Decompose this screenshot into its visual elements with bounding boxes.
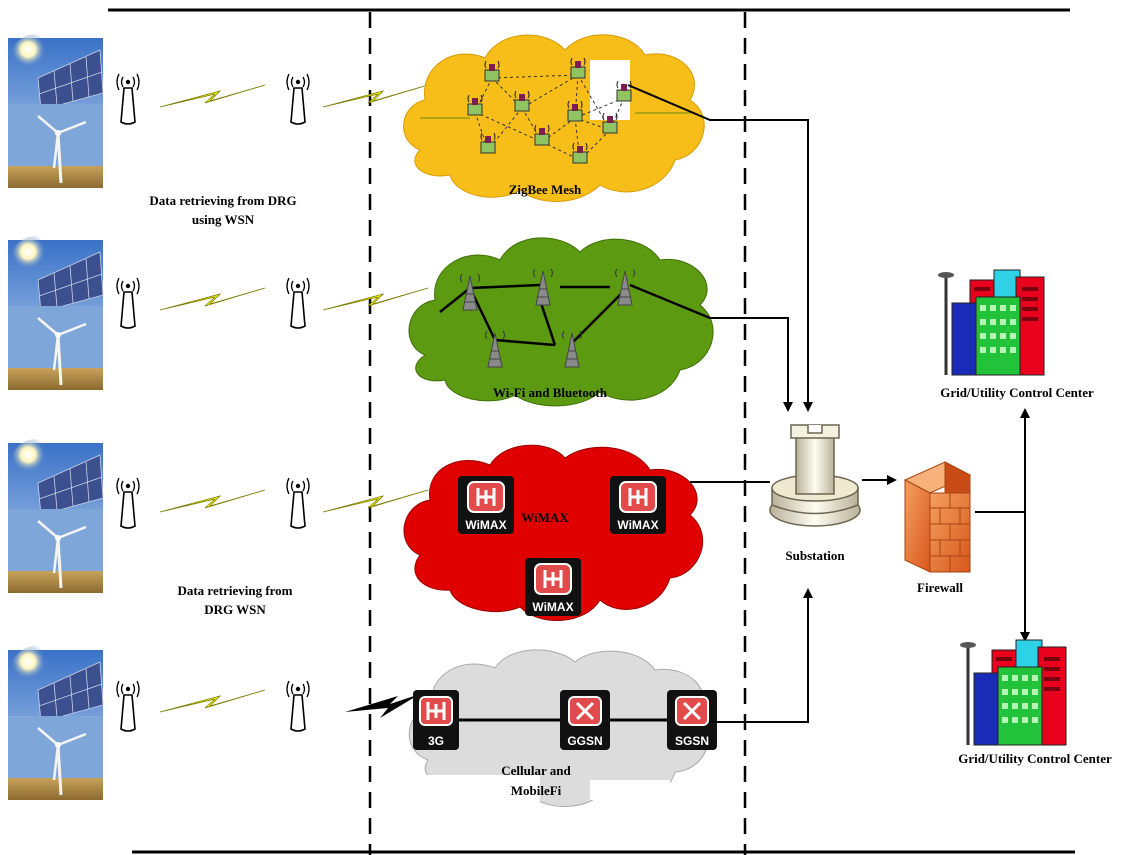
ggsn-device: GGSN [560,690,610,750]
lightning-link-icon [322,287,429,311]
wimax-label: WiMAX [521,510,569,525]
antenna-icon [116,277,140,329]
cellular-cloud: 3G GGSN SGSN [408,649,717,810]
wimax-cloud: WiMAX WiMAX WiMAX [403,444,704,622]
sgsn-tag: SGSN [675,734,709,748]
control-center-bottom-label: Grid/Utility Control Center [958,751,1112,766]
antenna-icon [286,73,310,125]
antenna-icon [116,73,140,125]
cellular-label-line1: Cellular and [501,763,571,778]
cellular-label-line2: MobileFi [511,783,562,798]
drg-caption-top-line2: using WSN [192,212,255,227]
control-center-top-label: Grid/Utility Control Center [940,385,1094,400]
antenna-icon [286,277,310,329]
wimax-tag: WiMAX [532,600,573,614]
wimax-tag: WiMAX [465,518,506,532]
antenna-icon [286,477,310,529]
substation-label: Substation [785,548,845,563]
firewall-icon [903,461,972,573]
firewall-label: Firewall [917,580,963,595]
lightning-link-icon [159,84,266,108]
drg-caption-mid-line1: Data retrieving from [177,583,292,598]
drg-caption-mid-line2: DRG WSN [204,602,266,617]
solar-wind-image-4 [6,644,105,802]
wimax-tag: WiMAX [617,518,658,532]
antenna-icon [116,680,140,732]
wimax-device-3: WiMAX [525,558,581,616]
antenna-icon [286,680,310,732]
lightning-link-icon [159,287,266,311]
substation-icon [769,424,861,527]
wimax-device-2: WiMAX [610,476,666,534]
solar-wind-image-3 [6,437,105,595]
lightning-link-icon [159,489,266,513]
wifi-cloud [408,237,714,407]
3g-device: 3G [413,690,459,750]
network-connectors [627,84,1030,723]
lightning-link-icon [159,689,266,713]
3g-tag: 3G [428,734,444,748]
sgsn-device: SGSN [667,690,717,750]
solar-wind-image-2 [6,234,105,392]
building-icon [958,638,1068,747]
ggsn-tag: GGSN [567,734,602,748]
wifi-label: Wi-Fi and Bluetooth [493,385,608,400]
zigbee-label: ZigBee Mesh [509,182,582,197]
zigbee-cloud [403,34,705,202]
drg-caption-top-line1: Data retrieving from DRG [149,193,296,208]
building-icon [936,268,1046,377]
lightning-link-icon [322,84,429,108]
antenna-icon [116,477,140,529]
solar-wind-image-1 [6,32,105,190]
lightning-link-icon [345,694,420,718]
wimax-device-1: WiMAX [458,476,514,534]
